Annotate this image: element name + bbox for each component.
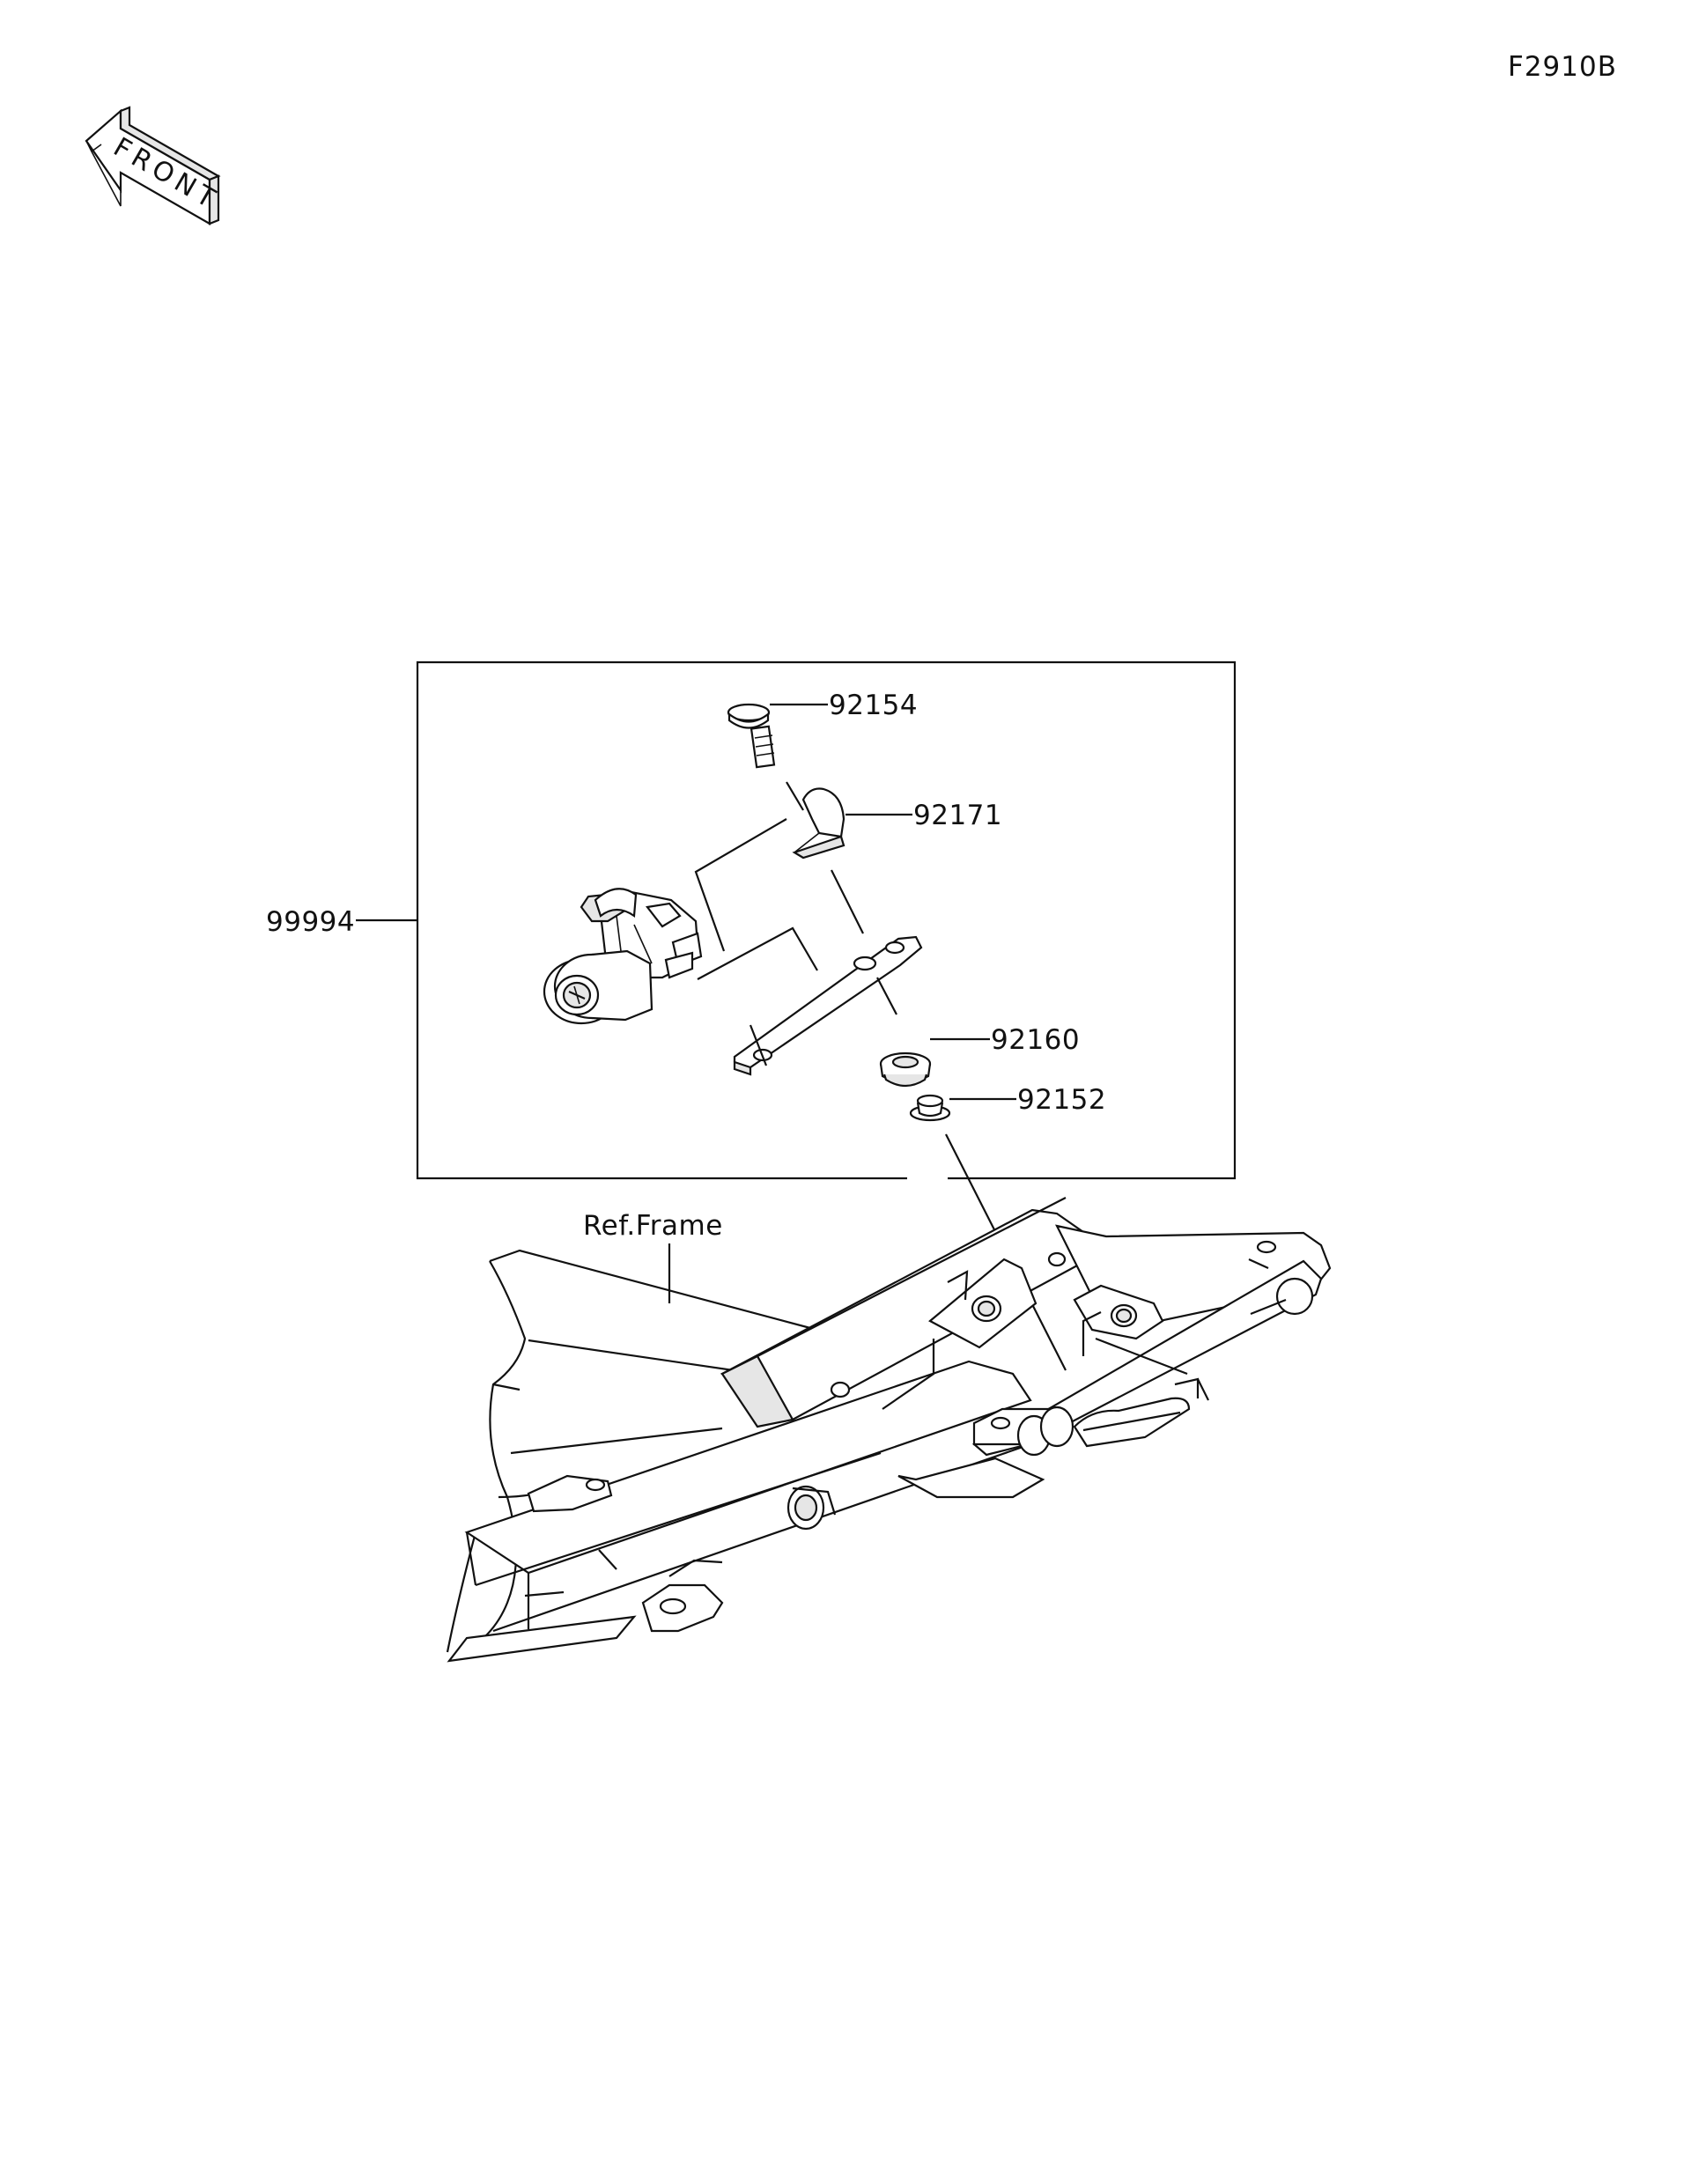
ignition-switch-part [543, 888, 703, 1025]
assembly-part-number: 99994 [266, 906, 355, 938]
front-arrow-icon: FRONT [85, 106, 225, 225]
frame-structure [446, 1197, 1332, 1663]
part-92154-callout: 92154 [770, 690, 918, 721]
part-92171-callout: 92171 [846, 800, 1002, 831]
ref-frame-label: Ref.Frame [583, 1210, 723, 1242]
part-92160-callout: 92160 [930, 1024, 1080, 1056]
mounting-plate-part [733, 935, 923, 1076]
grommet-part [879, 1051, 932, 1088]
ref-frame-callout: Ref.Frame [583, 1210, 723, 1303]
screw-part [727, 703, 776, 769]
page-code: F2910B [1508, 51, 1617, 83]
part-92152-callout: 92152 [949, 1084, 1106, 1116]
clip-part [786, 781, 846, 860]
part-92152-label: 92152 [1017, 1084, 1106, 1116]
part-92171-label: 92171 [913, 800, 1002, 831]
collar-part [909, 1094, 951, 1122]
assembly-box [416, 660, 1237, 1180]
part-92160-label: 92160 [991, 1024, 1080, 1056]
assembly-callout: 99994 [266, 906, 417, 938]
part-92154-label: 92154 [829, 690, 918, 721]
